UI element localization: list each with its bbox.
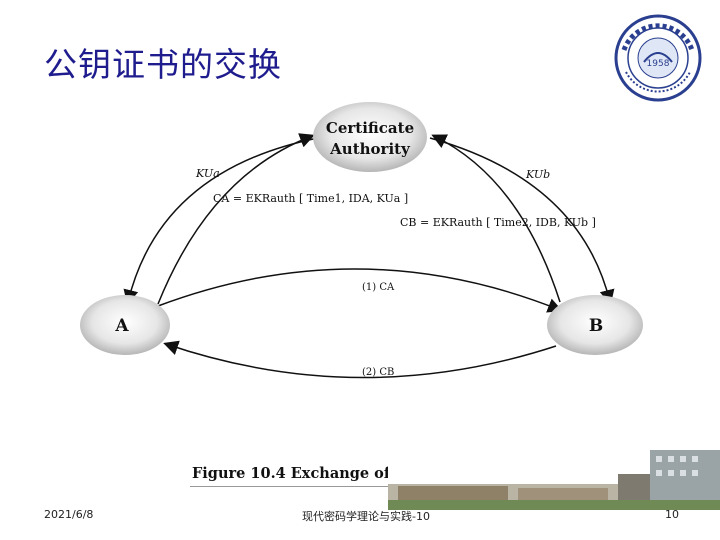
arc-b-to-a xyxy=(166,344,556,378)
arc-a-to-ca xyxy=(158,136,312,304)
cb-formula: CB = EKRauth [ Time2, IDB, KUb ] xyxy=(400,216,596,229)
footer-date: 2021/6/8 xyxy=(44,508,93,521)
footer-course: 现代密码学理论与实践-10 xyxy=(302,508,430,524)
footer-page-number: 10 xyxy=(665,508,679,521)
arc-ca-to-a xyxy=(128,138,318,302)
ca-formula: CA = EKRauth [ Time1, IDA, KUa ] xyxy=(213,192,408,205)
ca-label-line1: Certificate xyxy=(326,119,414,137)
arc-a-to-b xyxy=(158,269,560,310)
ca-label-line2: Authority xyxy=(329,140,411,158)
node-b-label: B xyxy=(589,316,603,336)
node-a-label: A xyxy=(114,316,129,336)
ca-node xyxy=(313,102,427,172)
ku-a-label: KUa xyxy=(195,167,220,180)
campus-photo xyxy=(388,444,720,510)
step1-label: (1) CA xyxy=(362,282,395,293)
step2-label: (2) CB xyxy=(362,367,394,378)
ku-b-label: KUb xyxy=(525,168,550,181)
